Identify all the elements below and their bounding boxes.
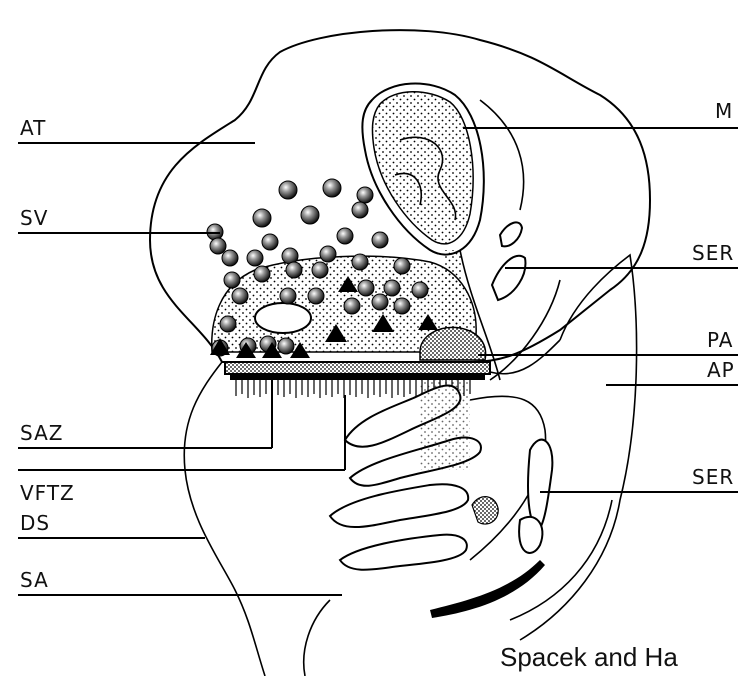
label-sa: SA [20,568,49,592]
label-vftz: VFTZ [20,481,75,505]
label-ds: DS [20,511,50,535]
cistern-ellipse [255,303,311,333]
dendritic-spine-outline [184,362,265,676]
image-credit: Spacek and Ha [500,642,678,673]
label-sv: SV [20,206,48,230]
synaptic-active-zone [225,362,490,374]
label-ser-lower: SER [692,465,734,489]
label-m: M [715,99,733,123]
spine-apparatus [330,380,498,570]
label-ap: AP [707,358,735,382]
label-pa: PA [707,328,733,352]
label-saz: SAZ [20,421,63,445]
label-ser-upper: SER [692,241,734,265]
label-at: AT [20,116,46,140]
